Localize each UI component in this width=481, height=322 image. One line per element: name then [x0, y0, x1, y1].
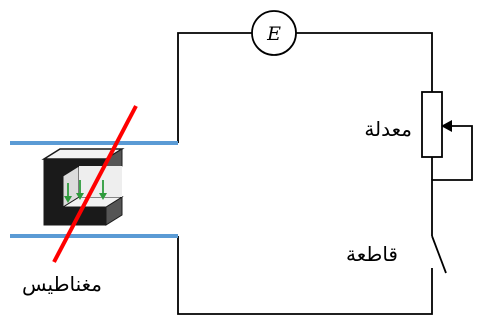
- switch-label: قاطعة: [346, 242, 398, 266]
- circuit-wires: [177, 32, 473, 315]
- wire-top: [177, 32, 252, 143]
- wire-bottom: [177, 236, 433, 315]
- wire-top-right: [296, 32, 433, 92]
- magnet-icon: [41, 148, 125, 226]
- magnet-label: مغناطيس: [22, 272, 102, 296]
- source-symbol: E: [266, 23, 281, 45]
- slider-arrowhead: [441, 120, 452, 132]
- field-arrows: [64, 180, 107, 203]
- voltage-source-icon: E: [251, 10, 297, 56]
- rheostat-icon: [421, 91, 452, 158]
- switch-icon: [431, 235, 447, 274]
- rheostat-label: معدلة: [364, 117, 412, 141]
- wire-slider: [431, 125, 473, 236]
- conducting-rod: [52, 105, 138, 263]
